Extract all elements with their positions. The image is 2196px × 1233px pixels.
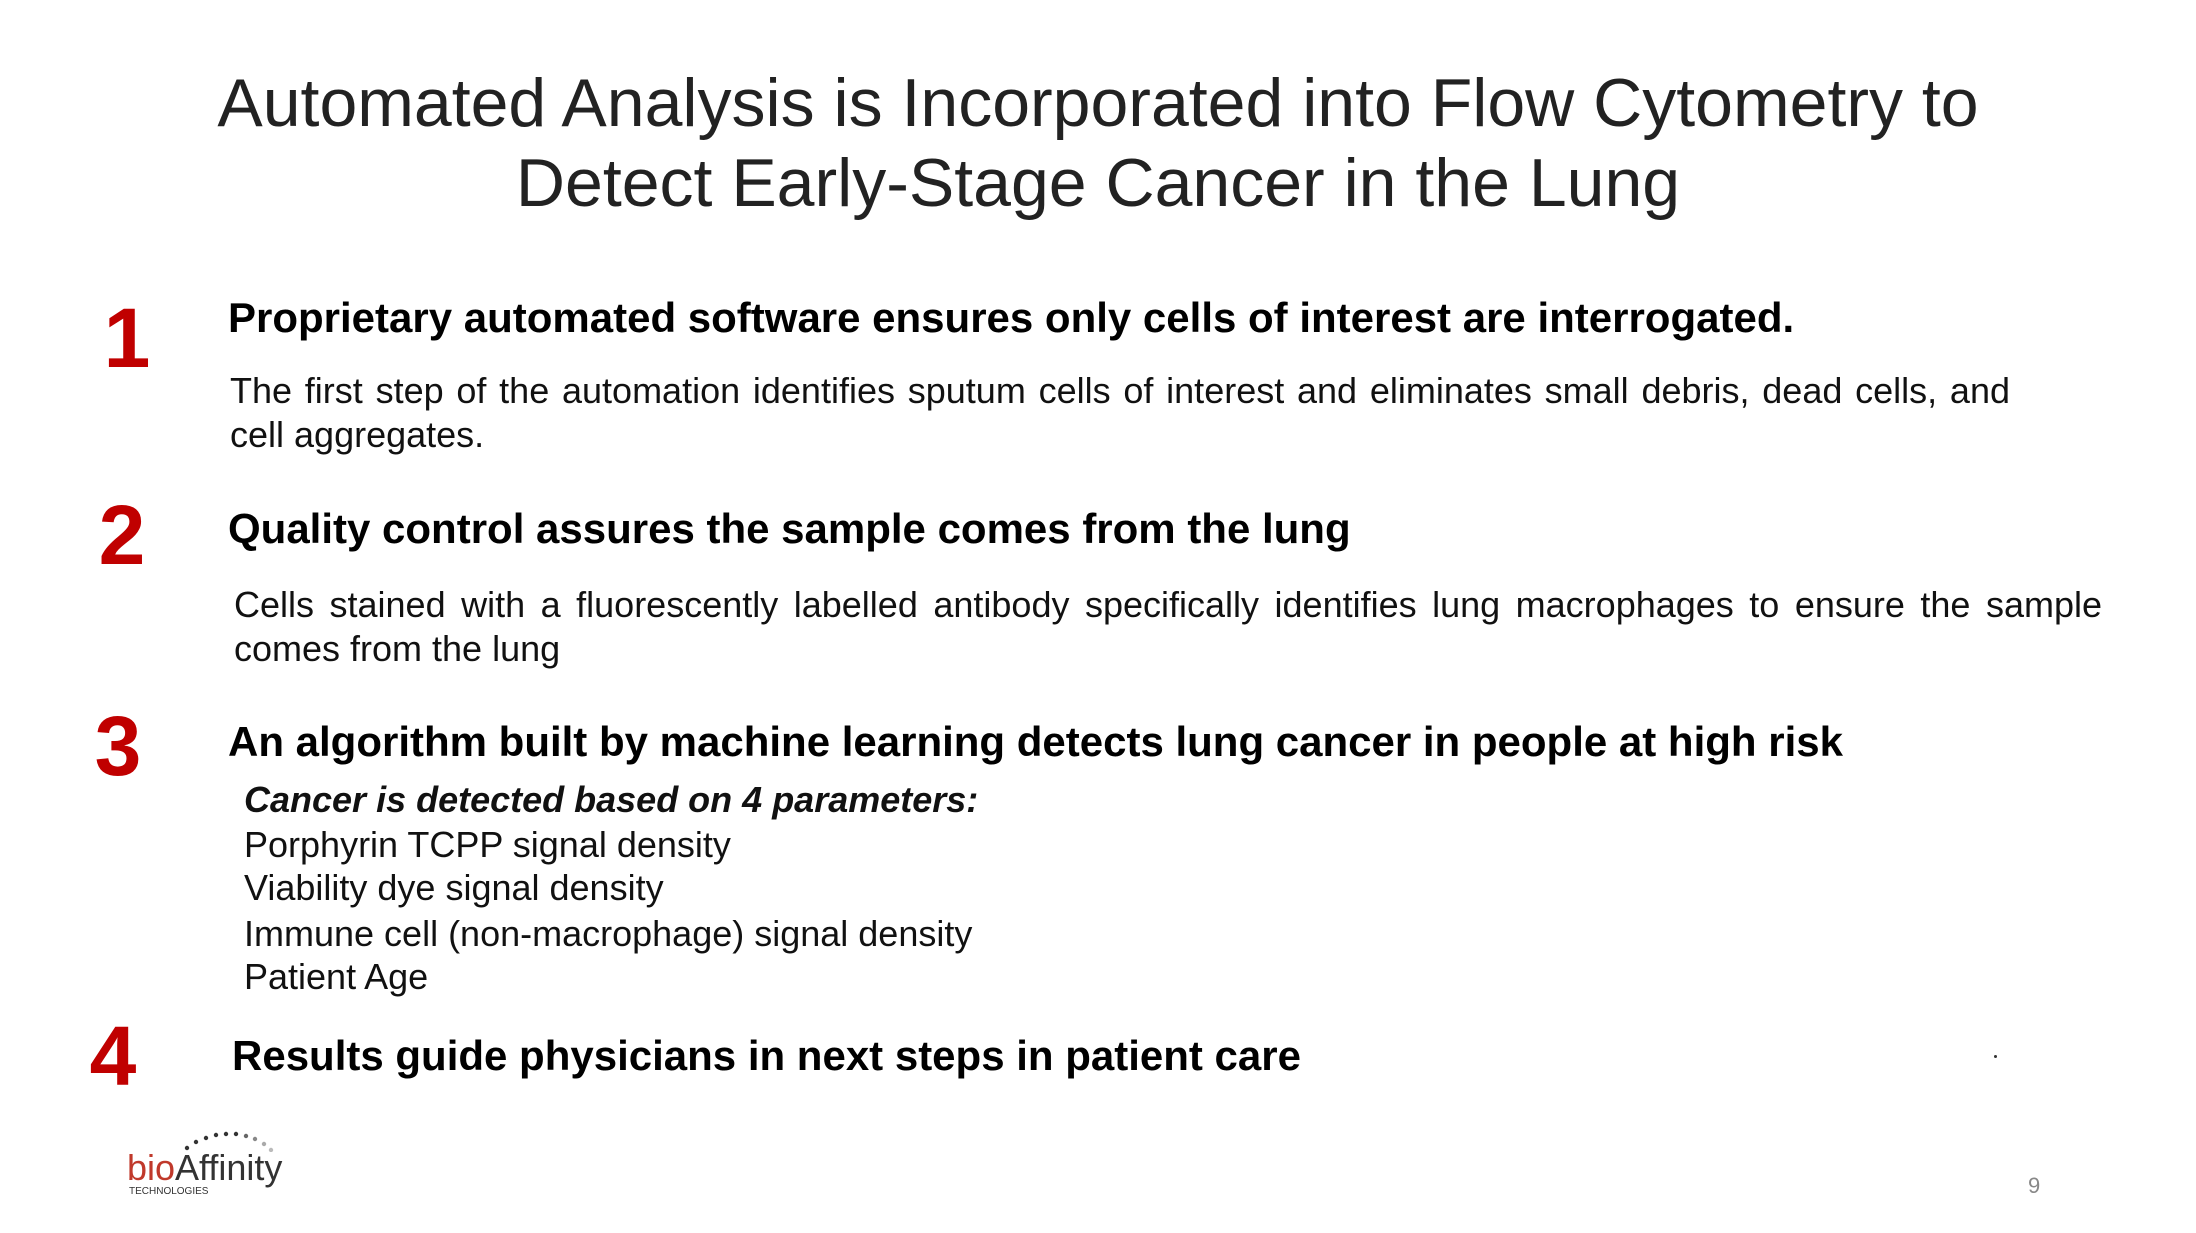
section-body-2: Cells stained with a fluorescently label… bbox=[234, 584, 2102, 669]
section-heading-3: An algorithm built by machine learning d… bbox=[228, 718, 1843, 765]
logo-text-affinity: Affinity bbox=[175, 1147, 283, 1188]
section-heading-4: Results guide physicians in next steps i… bbox=[232, 1032, 1301, 1079]
section-heading-2: Quality control assures the sample comes… bbox=[228, 505, 1351, 552]
parameter-item: Immune cell (non-macrophage) signal dens… bbox=[244, 913, 973, 954]
section-number-1: 1 bbox=[103, 291, 151, 385]
slide-title-line-1: Automated Analysis is Incorporated into … bbox=[217, 65, 1979, 141]
section-subheading-3: Cancer is detected based on 4 parameters… bbox=[244, 779, 979, 820]
logo-dots-arc-icon bbox=[184, 1131, 274, 1152]
logo-text-bio: bio bbox=[127, 1147, 176, 1188]
parameter-item: Viability dye signal density bbox=[244, 867, 664, 908]
section-body-1: The first step of the automation identif… bbox=[230, 370, 2010, 455]
stray-dot bbox=[1994, 1055, 1997, 1058]
section-number-3: 3 bbox=[94, 699, 142, 793]
parameter-item: Patient Age bbox=[244, 956, 429, 997]
section-number-4: 4 bbox=[89, 1009, 137, 1103]
section-heading-1: Proprietary automated software ensures o… bbox=[228, 294, 1795, 341]
page-number: 9 bbox=[2028, 1173, 2041, 1198]
slide-title-line-2: Detect Early-Stage Cancer in the Lung bbox=[515, 145, 1681, 221]
section-number-2: 2 bbox=[98, 488, 146, 582]
parameter-item: Porphyrin TCPP signal density bbox=[244, 824, 731, 865]
bioaffinity-logo: bioAffinity TECHNOLOGIES bbox=[127, 1126, 287, 1197]
logo-text-technologies: TECHNOLOGIES bbox=[129, 1186, 209, 1197]
